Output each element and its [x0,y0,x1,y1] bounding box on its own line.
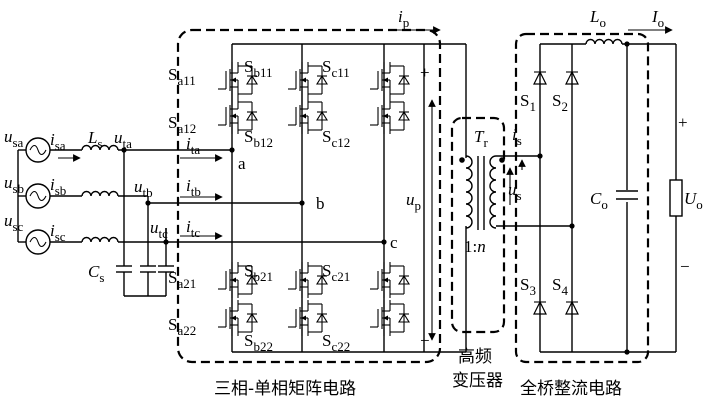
source-a-icon [25,137,51,163]
section-transformer-label-2: 变压器 [452,371,503,391]
label-us: us [508,180,522,203]
label-ratio: 1:n [464,237,486,256]
inductor-ls [81,144,119,243]
label-usc: usc [4,211,24,234]
output-plus: + [678,113,688,132]
label-ita: ita [186,134,200,157]
switch-sb21-label: Sb21 [244,261,273,284]
diode-s2-label: S2 [552,91,568,114]
ac-sources [17,137,51,255]
node-a-label: a [238,154,246,173]
switch-sa11-label: Sa11 [168,65,196,88]
label-uta: uta [114,128,132,151]
section-transformer-label-1: 高频 [458,347,492,367]
transformer-section-box [450,116,506,334]
label-isc: isc [50,221,66,244]
transformer-icon [459,155,505,230]
label-lo: Lo [589,7,606,30]
primary-minus: − [420,331,430,350]
label-isb: isb [50,175,66,198]
label-ip: ip [398,7,409,30]
switch-sa21-label: Sa21 [168,268,196,291]
switch-sc22-label: Sc22 [322,331,350,354]
node-b-label: b [316,194,325,213]
matrix-section-box [176,28,442,364]
diode-s1-label: S1 [520,91,536,114]
switch-sb12-label: Sb12 [244,127,273,150]
label-itc: itc [186,217,200,240]
label-usa: usa [4,127,24,150]
section-rectifier-label: 全桥整流电路 [520,379,622,399]
switch-sc12-label: Sc12 [322,127,350,150]
switch-sb22-label: Sb22 [244,331,273,354]
label-uo: Uo [684,189,703,212]
section-matrix-label: 三相-单相矩阵电路 [214,379,356,399]
capacitor-co [616,190,638,202]
label-itb: itb [186,176,201,199]
output-minus: − [680,257,690,276]
rectifier-section-box [514,32,650,364]
label-utc: utc [150,218,168,241]
diode-s3-label: S3 [520,275,536,298]
switch-sb11-label: Sb11 [244,57,273,80]
label-tr: Tr [474,127,488,150]
label-cs: Cs [88,262,104,285]
switch-sc21-label: Sc21 [322,261,350,284]
label-is: is [512,125,522,148]
source-c-icon [25,229,51,255]
label-utb: utb [134,177,153,200]
label-co: Co [590,189,608,212]
switch-sa22-label: Sa22 [168,315,196,338]
label-ls: Ls [87,128,103,151]
label-io: Io [651,7,664,30]
capacitor-cs [116,147,174,297]
switch-sc11-label: Sc11 [322,57,350,80]
diode-s4-label: S4 [552,275,568,298]
source-b-icon [25,183,51,209]
switch-sa12-label: Sa12 [168,113,196,136]
labels: usa usb usc isa isb isc Ls uta utb utc C… [4,7,703,399]
node-c-label: c [390,233,398,252]
label-up: up [406,190,421,213]
primary-plus: + [420,63,430,82]
label-isa: isa [50,130,66,153]
load-resistor [669,179,683,217]
label-usb: usb [4,173,24,196]
